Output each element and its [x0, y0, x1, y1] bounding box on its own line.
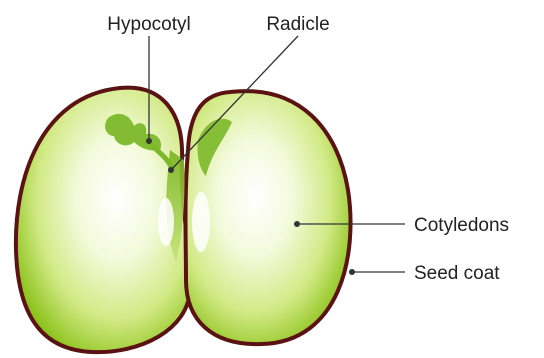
label-radicle: Radicle — [266, 14, 329, 35]
label-cotyledons: Cotyledons — [414, 215, 509, 236]
cotyledons-dot — [294, 221, 300, 227]
seed-coat-dot — [349, 269, 355, 275]
hypocotyl-dot — [146, 138, 152, 144]
embryo-highlight-right — [192, 192, 210, 252]
radicle-dot — [168, 167, 174, 173]
label-hypocotyl: Hypocotyl — [107, 14, 190, 35]
label-seed-coat: Seed coat — [414, 263, 500, 284]
embryo-highlight-left — [158, 198, 174, 246]
